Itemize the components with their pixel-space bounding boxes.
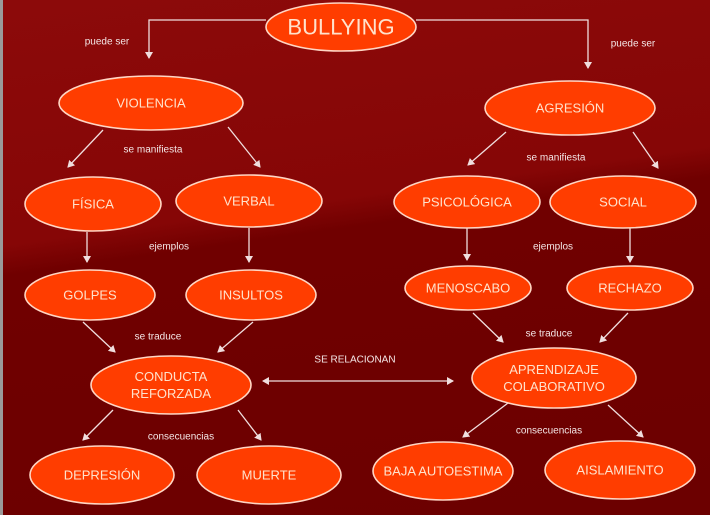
node-conducta: CONDUCTA REFORZADA (90, 355, 252, 415)
node-insultos: INSULTOS (185, 269, 317, 321)
node-ellipse (175, 174, 323, 228)
node-psicologica: PSICOLÓGICA (393, 175, 541, 229)
node-label: PSICOLÓGICA (422, 195, 512, 210)
link-label-ejemplos-left: ejemplos (149, 242, 189, 253)
node-ellipse (90, 355, 252, 415)
node-label: AGRESIÓN (536, 101, 605, 116)
node-ellipse (566, 265, 694, 311)
node-rechazo: RECHAZO (566, 265, 694, 311)
link-label-puede-ser-right: puede ser (611, 39, 656, 50)
node-ellipse (404, 265, 532, 311)
node-violencia: VIOLENCIA (58, 75, 244, 131)
node-label: CONDUCTA (135, 369, 208, 384)
concept-map-canvas: puede ser puede ser se manifiesta se manifi… (24, 2, 697, 505)
connector-arrow (632, 131, 659, 169)
node-ellipse (24, 176, 162, 232)
node-title: BULLYING (265, 2, 417, 52)
connector-arrow (467, 131, 507, 166)
node-menoscabo: MENOSCABO (404, 265, 532, 311)
node-label: GOLPES (63, 288, 117, 303)
connector-arrow (599, 312, 629, 343)
node-label: MENOSCABO (426, 281, 511, 296)
link-label-consecuencias-left: consecuencias (148, 432, 214, 443)
connector-arrow (227, 126, 261, 168)
node-aprendizaje: APRENDIZAJE COLABORATIVO (471, 347, 637, 409)
node-ellipse (393, 175, 541, 229)
connector-arrow (145, 19, 266, 59)
node-ellipse (29, 445, 175, 505)
node-label: MUERTE (242, 468, 297, 483)
connector-arrow (217, 321, 254, 353)
link-label-consecuencias-right: consecuencias (516, 426, 582, 437)
node-agresion: AGRESIÓN (484, 80, 656, 136)
node-label: INSULTOS (219, 288, 283, 303)
link-label-ejemplos-right: ejemplos (533, 242, 573, 253)
connector-arrow (237, 409, 262, 441)
node-label: VIOLENCIA (116, 96, 186, 111)
node-ellipse (484, 80, 656, 136)
connector-arrow (462, 402, 509, 438)
node-ellipse (372, 441, 514, 501)
link-label-se-traduce-right: se traduce (526, 329, 573, 340)
link-label-se-traduce-left: se traduce (135, 332, 182, 343)
node-ellipse (544, 440, 696, 500)
node-ellipse (185, 269, 317, 321)
node-baja-autoestima: BAJA AUTOESTIMA (372, 441, 514, 501)
node-label: BAJA AUTOESTIMA (384, 464, 503, 479)
link-label-puede-ser-left: puede ser (85, 37, 130, 48)
node-verbal: VERBAL (175, 174, 323, 228)
link-label-se-relacionan: SE RELACIONAN (314, 355, 395, 366)
node-golpes: GOLPES (24, 269, 156, 321)
node-label: REFORZADA (131, 386, 212, 401)
connector-arrow (67, 129, 104, 168)
node-depresion: DEPRESIÓN (29, 445, 175, 505)
node-ellipse (265, 2, 417, 52)
node-label: BULLYING (287, 15, 394, 40)
node-label: DEPRESIÓN (64, 468, 141, 483)
connector-arrow (82, 321, 116, 353)
connector-arrow (416, 19, 592, 69)
node-ellipse (58, 75, 244, 131)
node-label: SOCIAL (599, 195, 647, 210)
node-ellipse (471, 347, 637, 409)
node-ellipse (24, 269, 156, 321)
connector-arrow (82, 409, 114, 441)
node-fisica: FÍSICA (24, 176, 162, 232)
node-label: VERBAL (223, 194, 274, 209)
node-label: FÍSICA (72, 197, 114, 212)
node-social: SOCIAL (549, 175, 697, 229)
node-label: COLABORATIVO (503, 379, 605, 394)
node-label: AISLAMIENTO (576, 463, 663, 478)
link-label-se-manifiesta-right: se manifiesta (527, 153, 586, 164)
node-ellipse (196, 445, 342, 505)
link-label-se-manifiesta-left: se manifiesta (124, 145, 183, 156)
node-ellipse (549, 175, 697, 229)
connector-arrow (472, 312, 504, 343)
node-muerte: MUERTE (196, 445, 342, 505)
node-label: RECHAZO (598, 281, 662, 296)
connector-arrow (607, 404, 644, 438)
node-aislamiento: AISLAMIENTO (544, 440, 696, 500)
node-label: APRENDIZAJE (509, 362, 599, 377)
